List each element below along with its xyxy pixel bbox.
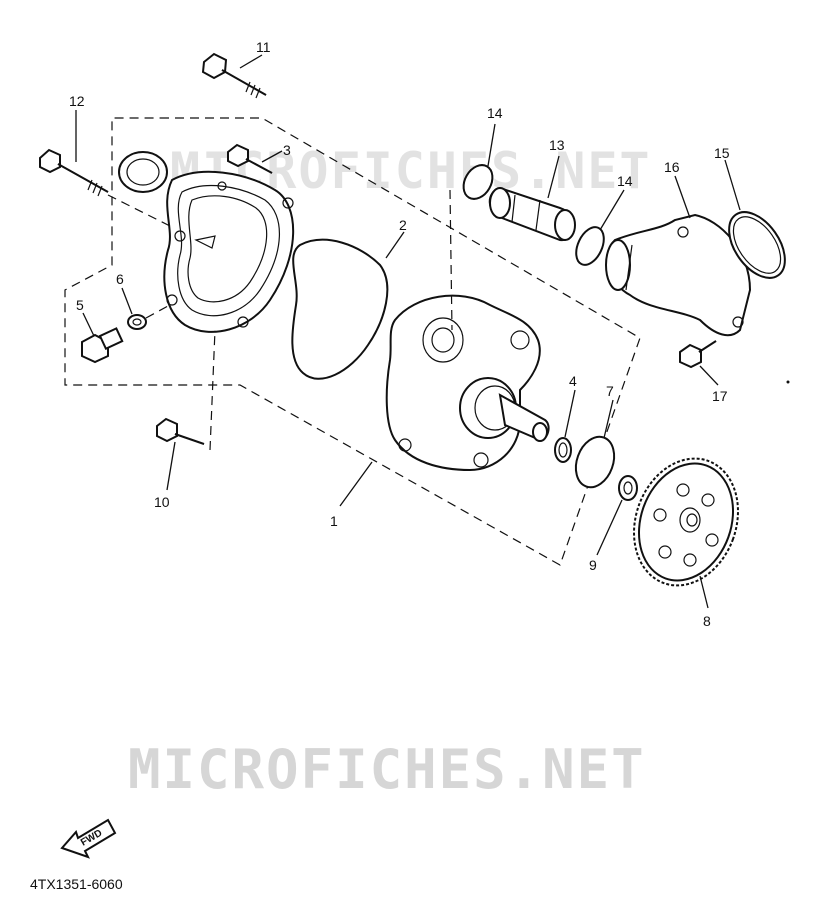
leader-2 (385, 231, 405, 259)
callout-12: 12 (69, 93, 85, 109)
leader-11 (239, 54, 263, 69)
leader-7 (603, 399, 614, 439)
leader-5 (82, 312, 95, 337)
callout-5: 5 (76, 297, 84, 313)
bolt-17[interactable] (679, 340, 717, 369)
callout-9: 9 (589, 557, 597, 573)
callout-13: 13 (549, 137, 565, 153)
leader-16 (674, 175, 691, 219)
leader-14b (599, 189, 625, 231)
washer-9[interactable] (618, 475, 638, 501)
bolt-5[interactable] (81, 327, 124, 364)
pump-housing-1[interactable] (385, 294, 550, 472)
watermark-bottom: MICROFICHES.NET (128, 738, 646, 801)
leader-3 (261, 150, 283, 163)
guide-10 (209, 329, 216, 451)
callout-7: 7 (606, 383, 614, 399)
callout-17: 17 (712, 388, 728, 404)
leader-15 (724, 159, 741, 211)
cover-outlet-ring (118, 151, 168, 193)
leader-8 (699, 575, 709, 609)
callout-8: 8 (703, 613, 711, 629)
o-ring-7[interactable] (569, 431, 621, 492)
leader-17 (699, 365, 719, 386)
bolt-3[interactable] (227, 143, 273, 174)
callout-16: 16 (664, 159, 680, 175)
washer-6[interactable] (127, 314, 147, 330)
leader-13 (547, 155, 560, 199)
stray-dot (786, 380, 790, 384)
callout-1: 1 (330, 513, 338, 529)
o-ring-15[interactable] (718, 202, 796, 288)
callout-10: 10 (154, 494, 170, 510)
leader-14a (487, 123, 496, 167)
leader-1 (339, 461, 373, 507)
leader-6 (121, 287, 133, 315)
callout-11: 11 (256, 39, 271, 55)
gear-8[interactable] (617, 444, 755, 600)
callout-15: 15 (714, 145, 730, 161)
pump-cover[interactable] (163, 170, 295, 333)
bolt-11[interactable] (201, 52, 267, 99)
callout-3: 3 (283, 142, 291, 158)
guide-housing (449, 189, 453, 331)
bolt-10[interactable] (156, 417, 205, 445)
callout-14b: 14 (617, 173, 633, 189)
callout-14a: 14 (487, 105, 503, 121)
callout-4: 4 (569, 373, 577, 389)
diagram-code: 4TX1351-6060 (30, 876, 123, 892)
leader-10 (166, 441, 176, 491)
pipe-13[interactable] (488, 186, 576, 242)
clip-4[interactable] (554, 437, 572, 463)
gasket-2[interactable] (291, 238, 389, 380)
bolt-12[interactable] (39, 148, 109, 197)
callout-2: 2 (399, 217, 407, 233)
leader-4 (564, 389, 576, 438)
o-ring-14a[interactable] (458, 160, 499, 204)
leader-9 (596, 499, 623, 556)
elbow-16[interactable] (605, 213, 752, 337)
o-ring-14b[interactable] (571, 223, 610, 269)
callout-6: 6 (116, 271, 124, 287)
fwd-arrow-icon: FWD (60, 818, 117, 859)
guide-12 (107, 194, 171, 227)
guide-6 (145, 305, 169, 319)
